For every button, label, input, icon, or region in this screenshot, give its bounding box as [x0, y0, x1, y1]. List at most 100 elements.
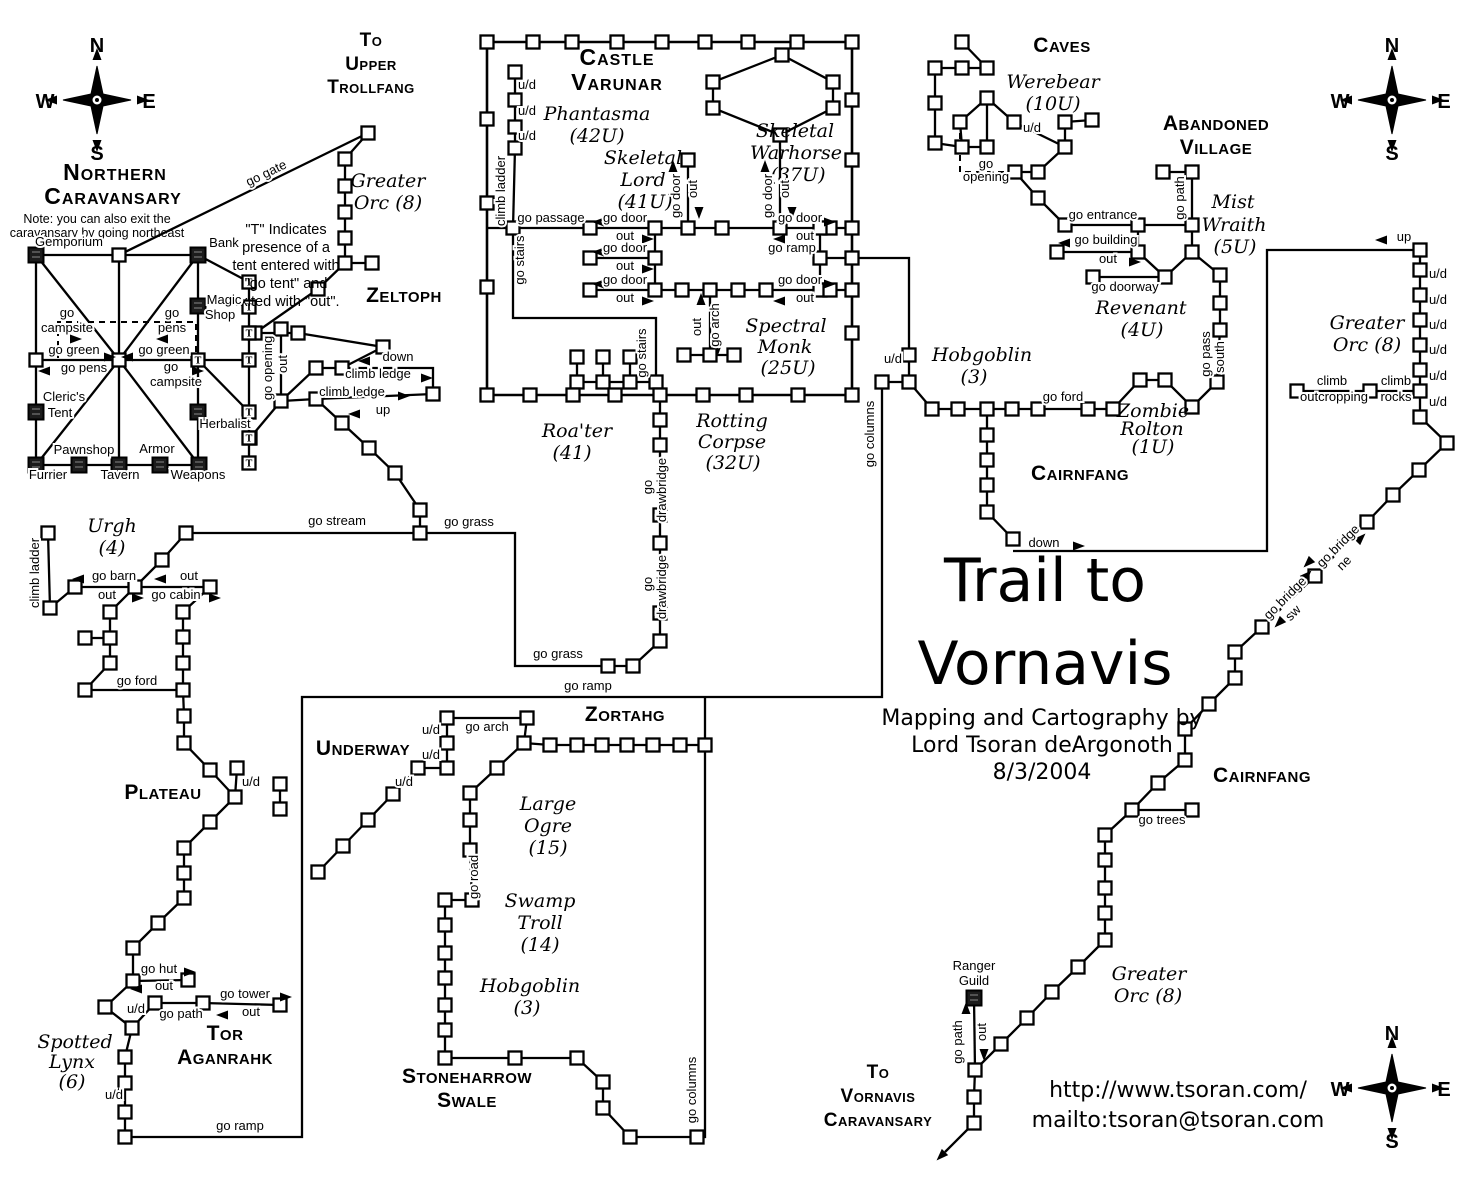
map-label-werebear: Werebear [1006, 71, 1101, 93]
map-label-out: out [155, 978, 173, 993]
room-node [1070, 959, 1086, 975]
direction-arrow [421, 373, 433, 383]
compass-letter-e: E [1437, 1079, 1450, 1101]
map-label-go-doorway: go doorway [1091, 279, 1159, 294]
map-label-mist: Mist [1211, 191, 1255, 213]
map-label-caravansary: Caravansary [44, 183, 182, 209]
map-label-south: south [1212, 341, 1227, 373]
map-label-lynx: Lynx [48, 1051, 95, 1073]
room-node [1084, 112, 1100, 128]
map-label-go-passage: go passage [517, 210, 584, 225]
tent-entrance-marker: T [195, 357, 202, 367]
trail-path [118, 131, 369, 257]
room-node [924, 401, 940, 417]
room-node [927, 135, 943, 151]
room-node [241, 430, 257, 446]
map-label-go-grass: go grass [533, 646, 583, 661]
map-label-guild: Guild [959, 973, 989, 988]
room-node [111, 247, 127, 263]
room-node [874, 374, 890, 390]
room-node [622, 374, 638, 390]
map-label-caravansary-by-going-northeast: caravansary by going northeast [10, 226, 185, 240]
direction-arrow [668, 160, 678, 172]
trail-path [279, 329, 434, 403]
tent-entrance-marker: T [246, 357, 253, 367]
room-node [979, 504, 995, 520]
room-node [337, 230, 353, 246]
room-node [1006, 114, 1022, 130]
direction-arrow [192, 366, 204, 376]
map-label-upper: Upper [345, 54, 397, 75]
room-node [844, 34, 860, 50]
room-node [360, 125, 376, 141]
map-label-out: out [616, 258, 634, 273]
map-label-underway: Underway [316, 737, 410, 760]
map-label-caravansary: Caravansary [824, 1110, 933, 1131]
room-node [1007, 164, 1023, 180]
room-node [462, 812, 478, 828]
compass-arrow-west [45, 95, 57, 105]
tent-entrance-marker: T [246, 304, 253, 314]
map-label-1u: (1U) [1132, 436, 1175, 458]
room-node [1184, 244, 1200, 260]
map-label-u-d: u/d [518, 128, 536, 143]
map-label-u-d: u/d [105, 1087, 123, 1102]
map-label-climb-ledge: climb ledge [319, 384, 385, 399]
compass-arrow-north [92, 48, 102, 60]
map-label-go-path: go path [950, 1020, 965, 1063]
room-node [176, 708, 192, 724]
room-node [479, 111, 495, 127]
map-label-go-path: go path [1172, 176, 1187, 219]
room-node [202, 814, 218, 830]
direction-arrow [592, 247, 604, 257]
map-label-skeletal: Skeletal [756, 120, 834, 142]
map-label-orc-8: Orc (8) [1114, 985, 1182, 1007]
room-node [979, 60, 995, 76]
hidden-passage-path [57, 321, 197, 358]
map-label-go-trees: go trees [1139, 812, 1186, 827]
map-label-rolton: Rolton [1119, 418, 1183, 440]
compass-arrow-west [1340, 1083, 1352, 1093]
room-node [1412, 242, 1428, 258]
room-node [569, 374, 585, 390]
shop-tent-node [27, 403, 45, 421]
room-node [117, 1104, 133, 1120]
room-node [789, 34, 805, 50]
room-node [652, 605, 668, 621]
room-node [844, 152, 860, 168]
direction-arrow [824, 217, 836, 227]
room-node [1004, 401, 1020, 417]
map-label-zortahg: Zortahg [585, 703, 665, 726]
tent-entrance-marker: T [246, 330, 253, 340]
map-label-go-door: go door [603, 240, 648, 255]
compass-arrow-east [137, 95, 149, 105]
map-label-25u: (25U) [760, 357, 815, 379]
room-node [607, 387, 623, 403]
map-label-zeltoph: Zeltoph [366, 284, 442, 307]
room-node [1049, 244, 1065, 260]
map-label-orc-8: Orc (8) [1333, 334, 1401, 356]
room-node [979, 452, 995, 468]
direction-arrow [642, 234, 654, 244]
map-label-u-d: u/d [1429, 292, 1447, 307]
compass-arrow-east [1432, 1083, 1444, 1093]
map-label-go-door: go door [760, 173, 775, 218]
room-node [1184, 164, 1200, 180]
map-label-out: out [616, 290, 634, 305]
map-label-u-d: u/d [422, 747, 440, 762]
direction-arrow [1375, 235, 1387, 245]
room-node [1130, 217, 1146, 233]
map-label-greater: Greater [1330, 312, 1407, 334]
room-node [812, 250, 828, 266]
room-node [967, 1062, 983, 1078]
map-label-go-tent-and: "go tent" and [245, 276, 328, 292]
room-node [564, 34, 580, 50]
map-label-go-hut: go hut [141, 961, 178, 976]
map-label-14: (14) [520, 934, 559, 956]
room-node [1184, 217, 1200, 233]
direction-arrow [592, 279, 604, 289]
room-node [844, 220, 860, 236]
map-label-cairnfang: Cairnfang [1031, 462, 1129, 485]
trail-path [186, 531, 608, 668]
map-label-go: go [60, 305, 74, 320]
